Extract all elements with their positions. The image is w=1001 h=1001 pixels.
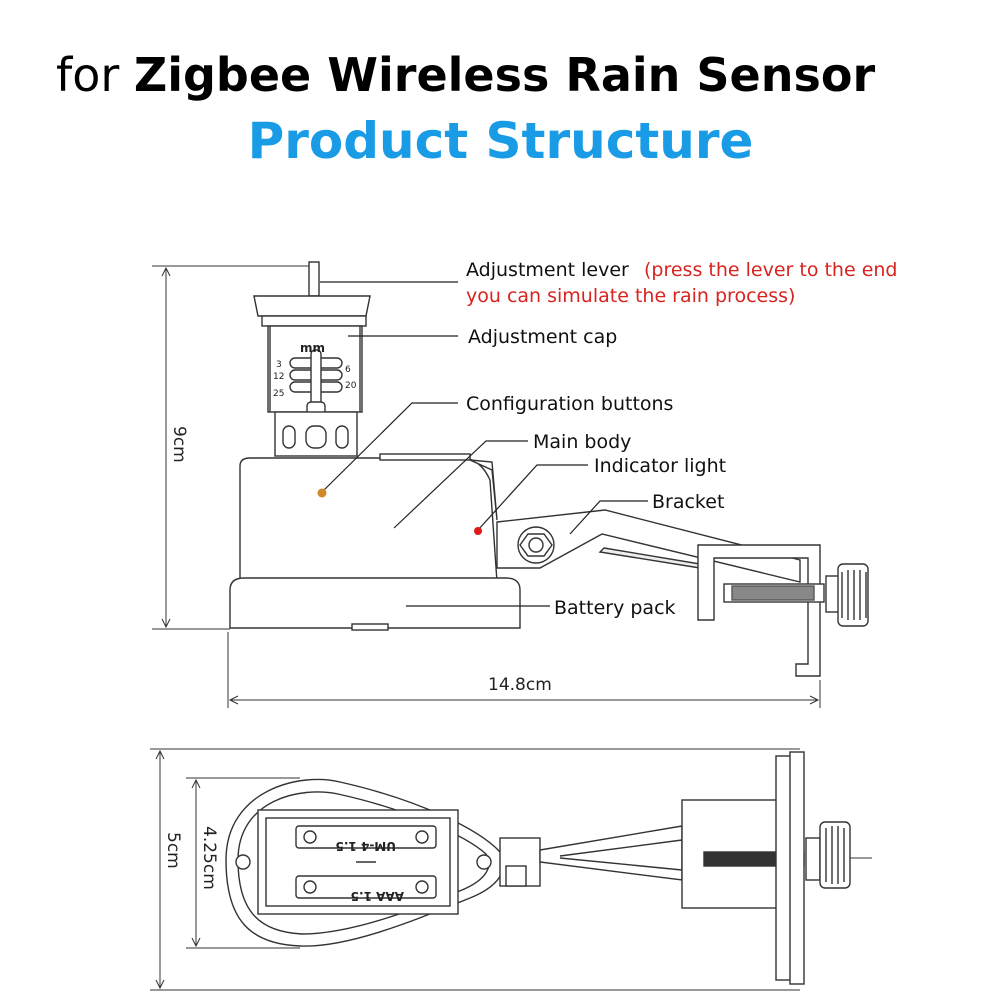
length-dimension-label: 14.8cm [488,675,552,695]
top-view-outer-width [150,748,800,991]
adjustment-lever [308,261,320,297]
scale-mark-left: 3 [276,360,282,370]
height-dimension [152,265,310,630]
label-configuration-buttons: Configuration buttons [466,393,673,415]
battery-label-bottom: AAA 1.5 [351,889,404,903]
indicator-light-dot [474,527,482,535]
callout-leaders [320,281,648,607]
height-dimension-label: 9cm [169,426,189,463]
label-bracket: Bracket [652,491,724,513]
title-prefix: for [56,48,120,102]
length-dimension [227,632,821,708]
outer-width-label: 5cm [163,832,183,869]
label-adjustment-lever-note: (press the lever to the end [644,259,898,281]
scale-mark-right: 20 [345,381,357,391]
page-subtitle: Product Structure [247,112,754,170]
page-title: for Zigbee Wireless Rain Sensor [56,48,1001,102]
adjustment-cap [253,295,371,457]
inner-width-label: 4.25cm [199,826,219,890]
scale-mark-left: 12 [273,372,284,382]
label-main-body: Main body [533,431,631,453]
clamp [697,544,869,677]
top-view-inner-width [186,777,300,949]
battery-pack [229,577,521,631]
label-indicator-light: Indicator light [594,455,726,477]
scale-mark-left: 25 [273,389,284,399]
configuration-button-dot [317,488,327,498]
battery-label-top: UM-4 1.5 [336,839,396,853]
top-view-arm [499,751,872,985]
main-body [239,453,498,583]
title-main: Zigbee Wireless Rain Sensor [133,48,876,102]
battery-compartment [257,809,459,915]
label-adjustment-cap: Adjustment cap [468,326,617,348]
label-adjustment-lever: Adjustment lever [466,259,629,281]
label-battery-pack: Battery pack [554,597,676,619]
label-adjustment-lever-note: you can simulate the rain process) [466,285,795,307]
scale-unit: mm [300,341,325,355]
scale-mark-right: 6 [345,365,351,375]
